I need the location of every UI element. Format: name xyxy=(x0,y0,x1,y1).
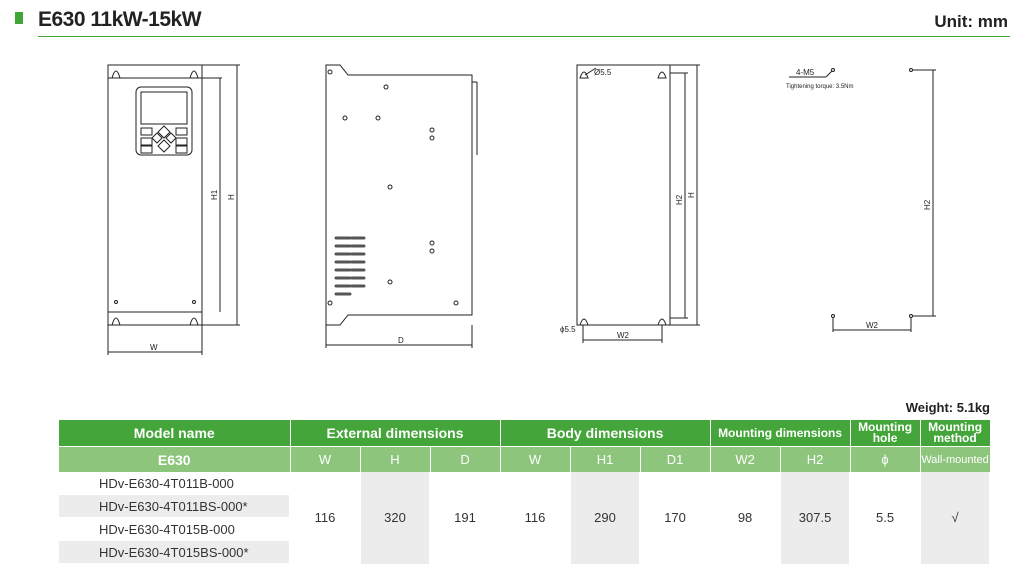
front-view: W H1 H xyxy=(107,64,240,355)
hole-label: Ø5.5 xyxy=(594,68,612,77)
col-h2: H2 xyxy=(780,446,851,472)
dim-d-label: D xyxy=(398,336,404,345)
table-row: HDv-E630-4T011BS-000* xyxy=(59,494,990,518)
model-cell: HDv-E630-4T011BS-000* xyxy=(59,494,291,518)
dim-w2-label: W2 xyxy=(617,331,630,340)
model-cell: HDv-E630-4T015BS-000* xyxy=(59,540,291,564)
value-d: 191 xyxy=(430,472,502,564)
title-rule xyxy=(38,36,1010,37)
side-view: D xyxy=(325,64,478,348)
dim-h-label: H xyxy=(227,194,236,200)
title-marker xyxy=(15,12,23,24)
series-name: E630 xyxy=(59,446,291,472)
value-phi: 5.5 xyxy=(850,472,922,564)
col-w: W xyxy=(290,446,361,472)
dim-h-label: H xyxy=(687,192,696,198)
value-d1: 170 xyxy=(640,472,712,564)
page-title: E630 11kW-15kW xyxy=(38,8,202,31)
back-view: Ø5.5 ϕ5.5 W2 H2 H xyxy=(560,64,700,343)
col-d1: D1 xyxy=(640,446,711,472)
dim-h1-label: H1 xyxy=(210,189,219,200)
dimensions-table: Model name External dimensions Body dime… xyxy=(59,420,992,564)
table-row: HDv-E630-4T015B-000 xyxy=(59,517,990,541)
header-body-dimensions: Body dimensions xyxy=(500,420,711,447)
header-mounting-hole: Mounting hole xyxy=(850,420,921,447)
sub-header-row: E630 W H D W H1 D1 W2 H2 ϕ Wall-mounted xyxy=(59,446,991,472)
col-body-w: W xyxy=(500,446,571,472)
value-h1: 290 xyxy=(570,472,642,564)
table-row: HDv-E630-4T011B-000 116 320 191 116 290 … xyxy=(59,472,992,564)
col-d: D xyxy=(430,446,501,472)
weight-label: Weight: 5.1kg xyxy=(905,400,990,415)
dim-w-label: W xyxy=(150,343,158,352)
dim-phi-label: ϕ5.5 xyxy=(560,325,576,334)
value-h2: 307.5 xyxy=(780,472,852,564)
value-w: 116 xyxy=(290,472,361,564)
torque-label: Tightening torque: 3.5Nm xyxy=(786,84,853,90)
col-h: H xyxy=(360,446,431,472)
group-header-row: Model name External dimensions Body dime… xyxy=(59,420,991,447)
header-mounting-dimensions: Mounting dimensions xyxy=(710,420,851,447)
model-cell: HDv-E630-4T011B-000 xyxy=(59,472,291,495)
col-w2: W2 xyxy=(710,446,781,472)
dim-h2-label: H2 xyxy=(923,199,932,210)
value-h: 320 xyxy=(360,472,431,564)
table-row: HDv-E630-4T015BS-000* xyxy=(59,540,990,564)
screw-label: 4-M5 xyxy=(796,68,815,77)
unit-label: Unit: mm xyxy=(934,12,1008,31)
col-h1: H1 xyxy=(570,446,641,472)
dimension-drawings: W H1 H D Ø5.5 ϕ5.5 W2 H2 H 4-M5 Tighteni… xyxy=(107,64,936,355)
col-phi: ϕ xyxy=(850,446,921,472)
value-wall-mounted: √ xyxy=(920,472,992,564)
header-mounting-method: Mounting method xyxy=(920,420,991,447)
dim-w2-label: W2 xyxy=(866,321,879,330)
model-cell: HDv-E630-4T015B-000 xyxy=(59,517,291,541)
header-external-dimensions: External dimensions xyxy=(290,420,501,447)
col-wall-mounted: Wall-mounted xyxy=(920,446,991,472)
value-w2: 98 xyxy=(710,472,782,564)
value-body-w: 116 xyxy=(500,472,572,564)
dim-h2-label: H2 xyxy=(675,194,684,205)
header-model-name: Model name xyxy=(59,420,291,447)
mounting-diagram: 4-M5 Tightening torque: 3.5Nm H2 W2 xyxy=(786,68,936,332)
